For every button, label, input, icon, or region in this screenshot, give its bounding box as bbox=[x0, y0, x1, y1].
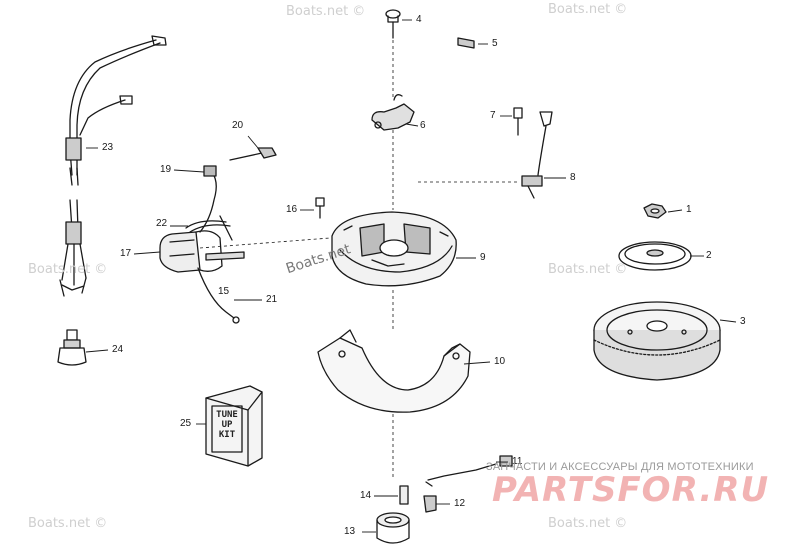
part-19-coil-lead bbox=[199, 165, 217, 233]
callout-8: 8 bbox=[570, 172, 576, 183]
part-15-strap bbox=[205, 251, 245, 261]
part-6-points bbox=[371, 94, 415, 131]
part-17-coil bbox=[159, 230, 223, 273]
callout-15: 15 bbox=[218, 286, 230, 297]
callout-9: 9 bbox=[480, 252, 486, 263]
part-14-pin bbox=[399, 485, 409, 505]
brand-logo: PARTSFOR.RU bbox=[492, 470, 770, 510]
callout-7: 7 bbox=[490, 110, 496, 121]
part-9-stator-plate bbox=[331, 211, 457, 287]
part-13-bushing bbox=[376, 512, 410, 544]
callout-5: 5 bbox=[492, 38, 498, 49]
watermark: Boats.net © bbox=[548, 516, 628, 531]
part-4-screw bbox=[385, 9, 401, 39]
part-12-clip bbox=[423, 495, 437, 513]
promo-caption: ЗАПЧАСТИ И АКСЕССУАРЫ ДЛЯ МОТОТЕХНИКИ bbox=[486, 461, 754, 473]
callout-1: 1 bbox=[686, 204, 692, 215]
callout-17: 17 bbox=[120, 248, 132, 259]
part-24-switch bbox=[57, 329, 87, 366]
callout-11: 11 bbox=[512, 456, 523, 467]
callout-19: 19 bbox=[160, 164, 172, 175]
leader-lines bbox=[85, 19, 737, 533]
part-5-clip bbox=[457, 37, 475, 49]
callout-3: 3 bbox=[740, 316, 746, 327]
part-3-flywheel bbox=[593, 301, 721, 381]
part-22-wire bbox=[185, 215, 233, 241]
part-10-bracket bbox=[317, 329, 471, 413]
part-1-nut bbox=[643, 203, 667, 219]
part-2-washer bbox=[618, 241, 692, 271]
callout-2: 2 bbox=[706, 250, 712, 261]
callout-10: 10 bbox=[494, 356, 506, 367]
callout-24: 24 bbox=[112, 344, 124, 355]
watermark: Boats.net © bbox=[548, 2, 628, 17]
part-20-lead bbox=[229, 147, 277, 161]
part-21-ground-lead bbox=[197, 267, 240, 324]
callout-13: 13 bbox=[344, 526, 356, 537]
part-23-wiring-harness bbox=[59, 35, 167, 297]
kit-label-line3: KIT bbox=[218, 430, 236, 440]
callout-23: 23 bbox=[102, 142, 114, 153]
kit-label-line2: UP bbox=[221, 420, 233, 430]
callout-21: 21 bbox=[266, 294, 278, 305]
callout-12: 12 bbox=[454, 498, 466, 509]
part-16-screw bbox=[315, 197, 325, 219]
callout-16: 16 bbox=[286, 204, 298, 215]
watermark: Boats.net © bbox=[286, 4, 366, 19]
callout-6: 6 bbox=[420, 120, 426, 131]
part-11-lead bbox=[425, 455, 513, 487]
centerlines bbox=[199, 40, 520, 480]
callout-25: 25 bbox=[180, 418, 192, 429]
watermark: Boats.net © bbox=[28, 516, 108, 531]
callout-14: 14 bbox=[360, 490, 372, 501]
kit-label-line1: TUNE bbox=[216, 410, 238, 420]
callout-20: 20 bbox=[232, 120, 244, 131]
callout-22: 22 bbox=[156, 218, 168, 229]
part-7-screw bbox=[513, 107, 523, 136]
watermark: Boats.net © bbox=[28, 262, 108, 277]
part-8-coil-lead bbox=[521, 111, 553, 199]
callout-4: 4 bbox=[416, 14, 422, 25]
kit-label: TUNE UP KIT bbox=[212, 410, 242, 440]
watermark: Boats.net © bbox=[548, 262, 628, 277]
part-25-tune-up-kit bbox=[205, 385, 263, 467]
